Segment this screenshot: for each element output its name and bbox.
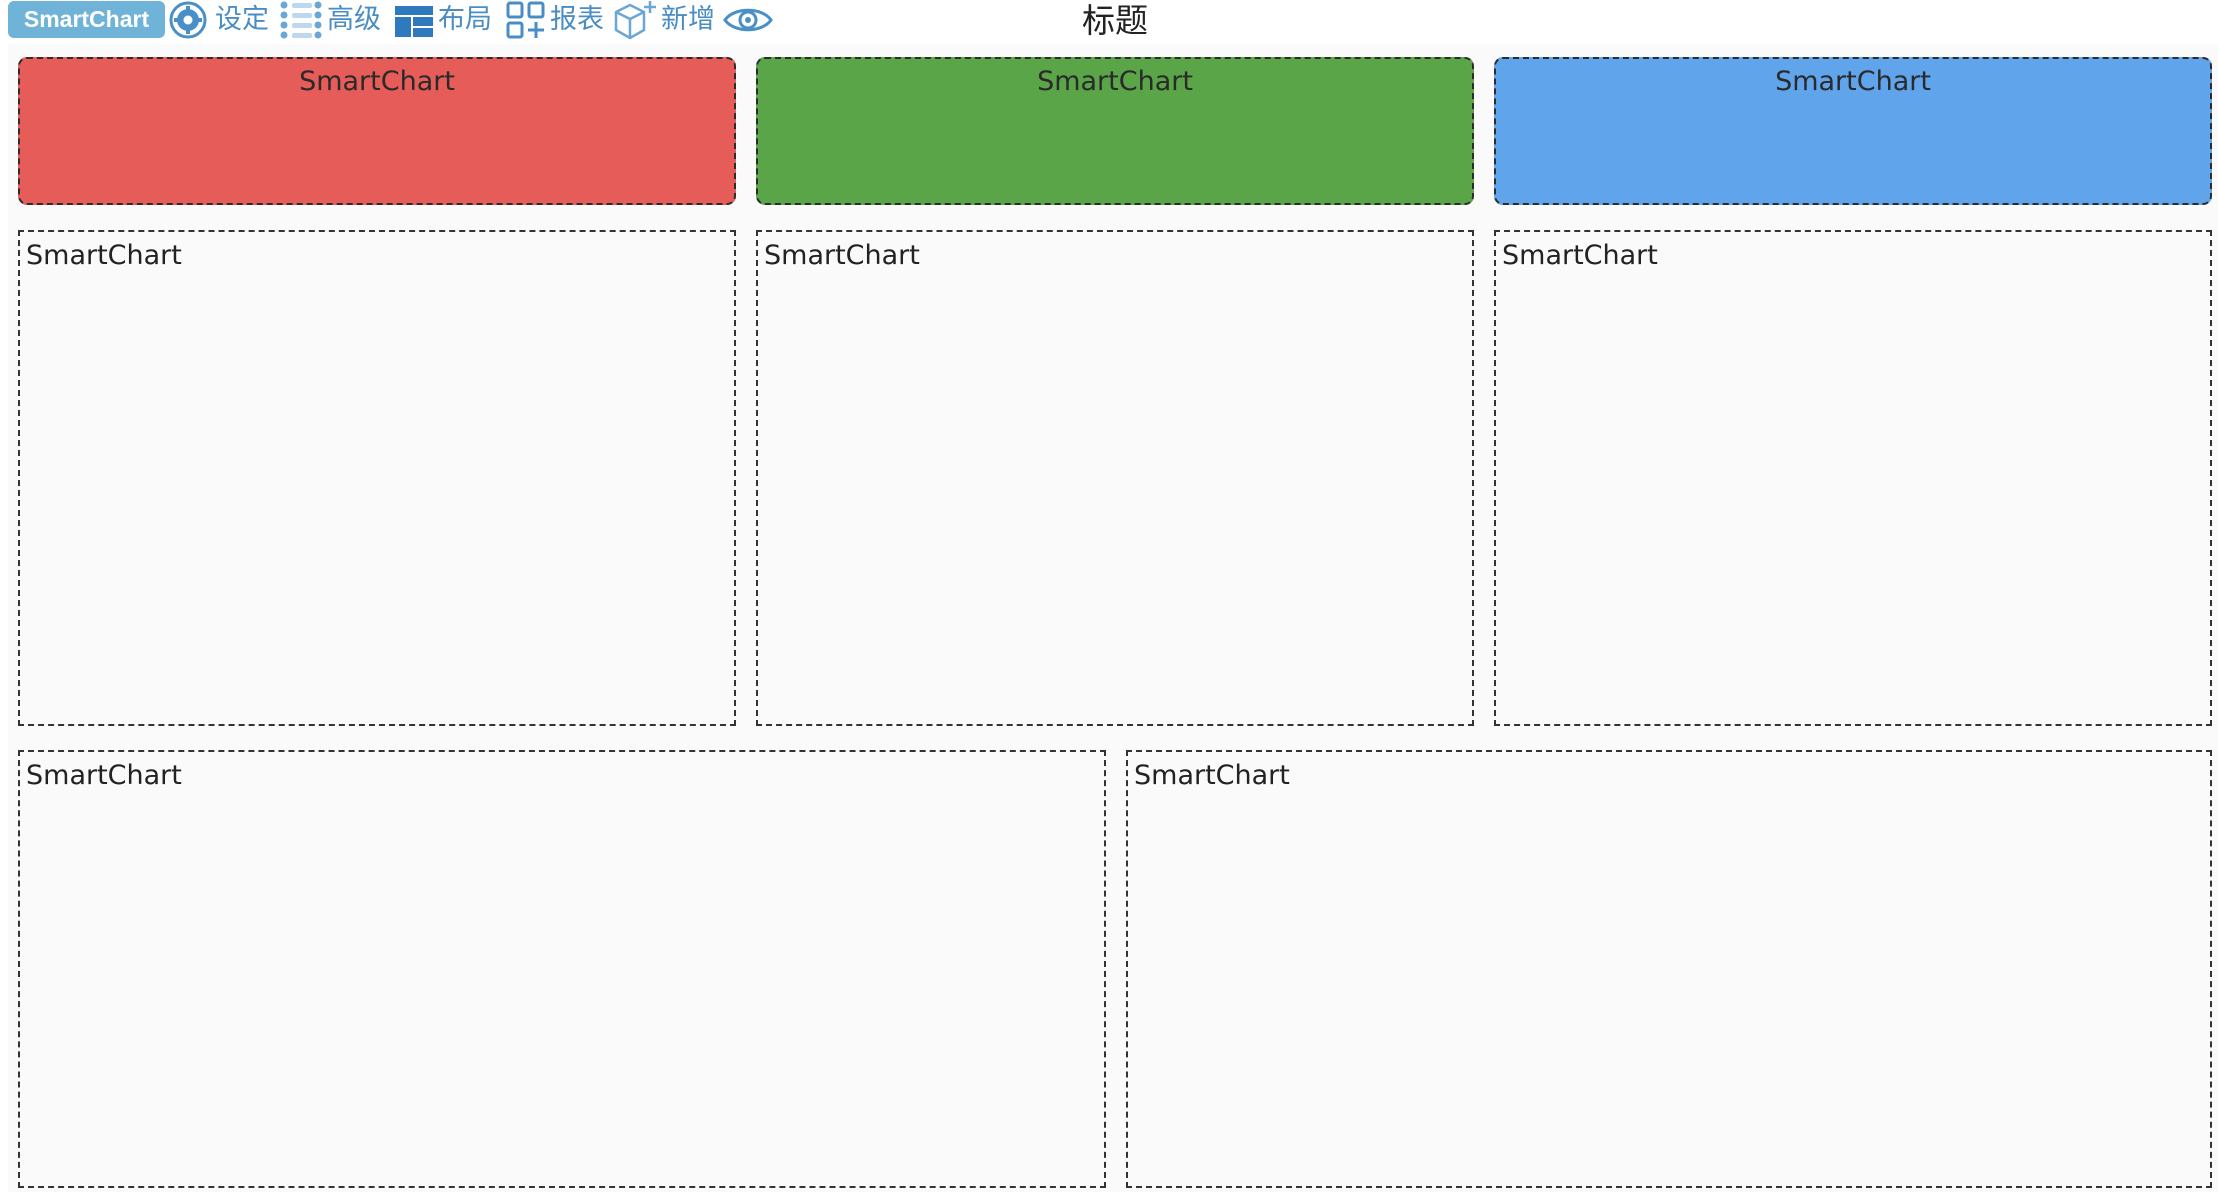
- report-button[interactable]: 报表: [505, 0, 604, 40]
- layout-label: 布局: [438, 4, 492, 35]
- chart-panel-title: SmartChart: [26, 760, 182, 791]
- layout-button[interactable]: 布局: [393, 0, 492, 40]
- advanced-label: 高级: [327, 4, 381, 35]
- kpi-card-title: SmartChart: [1775, 66, 1931, 97]
- settings-button[interactable]: 设定: [166, 0, 269, 40]
- kpi-card-title: SmartChart: [1037, 66, 1193, 97]
- kpi-card[interactable]: SmartChart: [756, 57, 1474, 205]
- add-new-label: 新增: [661, 4, 715, 35]
- smartchart-brand-button[interactable]: SmartChart: [8, 1, 165, 38]
- add-cube-icon: [612, 0, 658, 40]
- eye-icon: [722, 0, 774, 40]
- chart-panel-title: SmartChart: [1134, 760, 1290, 791]
- chart-panel[interactable]: SmartChart: [756, 230, 1474, 726]
- report-icon: [505, 0, 547, 40]
- page-title: 标题: [1082, 1, 1148, 40]
- kpi-card[interactable]: SmartChart: [18, 57, 736, 205]
- settings-label: 设定: [215, 4, 269, 35]
- toolbar: SmartChart 设定: [0, 0, 2218, 50]
- add-new-button[interactable]: 新增: [612, 0, 715, 40]
- chart-panel-title: SmartChart: [26, 240, 182, 271]
- kpi-card-title: SmartChart: [299, 66, 455, 97]
- report-label: 报表: [550, 4, 604, 35]
- grid-dots-icon: [278, 0, 324, 40]
- chart-panel[interactable]: SmartChart: [18, 230, 736, 726]
- kpi-card[interactable]: SmartChart: [1494, 57, 2212, 205]
- chart-panel[interactable]: SmartChart: [1126, 750, 2212, 1188]
- layout-icon: [393, 0, 435, 40]
- chart-panel[interactable]: SmartChart: [18, 750, 1106, 1188]
- gear-icon: [166, 0, 212, 40]
- advanced-button[interactable]: 高级: [278, 0, 381, 40]
- chart-panel[interactable]: SmartChart: [1494, 230, 2212, 726]
- chart-panel-title: SmartChart: [1502, 240, 1658, 271]
- preview-button[interactable]: [722, 0, 774, 40]
- chart-panel-title: SmartChart: [764, 240, 920, 271]
